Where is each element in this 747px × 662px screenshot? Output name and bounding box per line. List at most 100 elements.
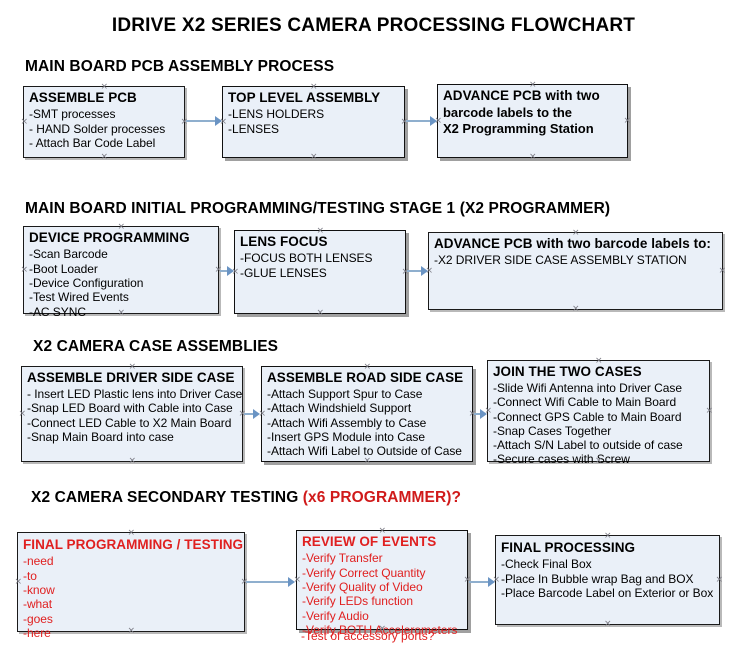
- box-content: FINAL PROCESSING -Check Final Box -Place…: [501, 540, 717, 600]
- handle-bottom-icon[interactable]: [364, 458, 371, 465]
- handle-left-icon[interactable]: [19, 411, 26, 418]
- box-line: -Verify Correct Quantity: [302, 565, 426, 580]
- box-title: JOIN THE TWO CASES: [493, 364, 642, 379]
- box-line: -need: [23, 554, 54, 569]
- connector-arrowhead-icon: [480, 409, 487, 419]
- handle-bottom-icon[interactable]: [604, 621, 611, 628]
- box-line: -Verify LEDs function: [302, 594, 413, 609]
- box-line: -Connect Wifi Cable to Main Board: [493, 395, 677, 410]
- handle-left-icon[interactable]: [15, 579, 22, 586]
- box-content: ASSEMBLE ROAD SIDE CASE -Attach Support …: [267, 370, 470, 458]
- box-title: FINAL PROCESSING: [501, 540, 636, 555]
- box-lens-focus[interactable]: LENS FOCUS -FOCUS BOTH LENSES -GLUE LENS…: [234, 230, 406, 314]
- box-review-of-events[interactable]: REVIEW OF EVENTS -Verify Transfer -Verif…: [296, 530, 468, 637]
- box-assemble-pcb[interactable]: ASSEMBLE PCB -SMT processes - HAND Solde…: [23, 86, 185, 158]
- box-line: -Verify BOTH Accelerometers: [302, 623, 458, 638]
- box-content: ASSEMBLE PCB -SMT processes - HAND Solde…: [29, 90, 182, 150]
- section-heading-text: MAIN BOARD PCB ASSEMBLY PROCESS: [25, 58, 335, 75]
- box-line: -what: [23, 597, 53, 612]
- section-heading-x2-camera-case-assemblies: X2 CAMERA CASE ASSEMBLIES: [33, 338, 278, 356]
- connector-arrow: [246, 581, 288, 583]
- box-line: -FOCUS BOTH LENSES: [240, 251, 373, 266]
- handle-bottom-icon[interactable]: [529, 154, 536, 161]
- handle-bottom-icon[interactable]: [129, 458, 136, 465]
- box-title: TOP LEVEL ASSEMBLY: [228, 90, 381, 105]
- box-content: ASSEMBLE DRIVER SIDE CASE - Insert LED P…: [27, 370, 242, 444]
- box-line: -X2 DRIVER SIDE CASE ASSEMBLY STATION: [434, 253, 687, 268]
- box-title: ADVANCE PCB with two barcode labels to:: [434, 236, 711, 251]
- connector-arrow: [244, 413, 253, 415]
- connector-arrow: [407, 270, 421, 272]
- box-title: DEVICE PROGRAMMING: [29, 230, 190, 245]
- box-line: -to: [23, 568, 37, 583]
- handle-left-icon[interactable]: [21, 119, 28, 126]
- connector-arrowhead-icon: [430, 116, 437, 126]
- box-line: -Snap Main Board into case: [27, 429, 174, 444]
- box-assemble-road-side-case[interactable]: ASSEMBLE ROAD SIDE CASE -Attach Support …: [261, 366, 473, 462]
- section-heading-text: X2 CAMERA CASE ASSEMBLIES: [33, 338, 279, 355]
- handle-bottom-icon[interactable]: [101, 154, 108, 161]
- box-title: ASSEMBLE DRIVER SIDE CASE: [27, 370, 235, 385]
- box-line: -Snap Cases Together: [493, 423, 612, 438]
- box-title: LENS FOCUS: [240, 234, 328, 249]
- box-content: TOP LEVEL ASSEMBLY -LENS HOLDERS -LENSES: [228, 90, 402, 136]
- box-overflow-line: -Test of accessory ports?: [301, 629, 435, 643]
- section-heading-x2-camera-secondary-testing: X2 CAMERA SECONDARY TESTING (x6 PROGRAMM…: [31, 489, 461, 507]
- box-device-programming[interactable]: DEVICE PROGRAMMING -Scan Barcode -Boot L…: [21, 226, 219, 319]
- box-line: -GLUE LENSES: [240, 265, 327, 280]
- box-line: -here: [23, 626, 51, 641]
- box-line: -LENS HOLDERS: [228, 107, 325, 122]
- handle-bottom-icon[interactable]: [310, 154, 317, 161]
- box-line: -Slide Wifi Antenna into Driver Case: [493, 381, 682, 396]
- connector-arrow: [406, 120, 430, 122]
- box-line: -Secure cases with Screw: [493, 451, 630, 466]
- box-title: ASSEMBLE PCB: [29, 90, 137, 105]
- box-title: REVIEW OF EVENTS: [302, 534, 437, 549]
- box-final-programming-testing[interactable]: FINAL PROGRAMMING / TESTING -need -to -k…: [15, 530, 245, 640]
- connector-arrowhead-icon: [288, 577, 295, 587]
- box-top-level-assembly[interactable]: TOP LEVEL ASSEMBLY -LENS HOLDERS -LENSES: [222, 86, 405, 158]
- box-join-the-two-cases[interactable]: JOIN THE TWO CASES -Slide Wifi Antenna i…: [487, 360, 710, 466]
- page-title: IDRIVE X2 SERIES CAMERA PROCESSING FLOWC…: [111, 15, 636, 36]
- handle-top-icon[interactable]: [128, 530, 135, 537]
- box-assemble-driver-side-case[interactable]: ASSEMBLE DRIVER SIDE CASE - Insert LED P…: [21, 366, 243, 462]
- box-line: -Connect LED Cable to X2 Main Board: [27, 415, 232, 430]
- box-line: barcode labels to the: [443, 105, 572, 121]
- connector-arrow: [186, 120, 215, 122]
- box-line: -know: [23, 582, 55, 597]
- box-line: -goes: [23, 611, 53, 626]
- section-heading-main-board-initial-programming: MAIN BOARD INITIAL PROGRAMMING/TESTING S…: [25, 200, 610, 218]
- connector-arrowhead-icon: [488, 577, 495, 587]
- box-content: ADVANCE PCB with two barcode labels to t…: [443, 88, 625, 136]
- handle-bottom-icon[interactable]: [572, 306, 579, 313]
- box-line: - HAND Solder processes: [29, 121, 166, 136]
- box-title: FINAL PROGRAMMING / TESTING: [23, 537, 244, 552]
- connector-arrowhead-icon: [253, 409, 260, 419]
- box-line: -Insert GPS Module into Case: [267, 429, 426, 444]
- connector-arrow: [474, 413, 480, 415]
- box-advance-pcb-driver-side-case[interactable]: ADVANCE PCB with two barcode labels to: …: [428, 232, 723, 310]
- box-line: -Connect GPS Cable to Main Board: [493, 409, 682, 424]
- handle-right-icon[interactable]: [719, 268, 726, 275]
- box-line: -Place In Bubble wrap Bag and BOX: [501, 571, 694, 586]
- box-content: JOIN THE TWO CASES -Slide Wifi Antenna i…: [493, 364, 707, 466]
- handle-bottom-icon[interactable]: [317, 310, 324, 317]
- connector-arrowhead-icon: [215, 116, 222, 126]
- box-final-processing[interactable]: FINAL PROCESSING -Check Final Box -Place…: [495, 535, 720, 625]
- connector-arrowhead-icon: [227, 266, 234, 276]
- box-content: ADVANCE PCB with two barcode labels to: …: [434, 236, 720, 268]
- box-advance-pcb-programming-station[interactable]: ADVANCE PCB with two barcode labels to t…: [437, 84, 628, 158]
- connector-arrowhead-icon: [421, 266, 428, 276]
- box-line: -Place Barcode Label on Exterior or Box: [501, 585, 714, 600]
- box-content: DEVICE PROGRAMMING -Scan Barcode -Boot L…: [29, 230, 216, 319]
- box-line: -Verify Quality of Video: [302, 579, 423, 594]
- section-heading-text: X2 CAMERA SECONDARY TESTING: [31, 489, 303, 506]
- handle-left-icon[interactable]: [21, 267, 28, 274]
- box-line: -AC SYNC: [29, 304, 86, 319]
- box-line: -Scan Barcode: [29, 247, 108, 262]
- box-line: -Check Final Box: [501, 557, 592, 572]
- box-content: FINAL PROGRAMMING / TESTING -need -to -k…: [23, 537, 244, 641]
- handle-top-icon[interactable]: [604, 533, 611, 540]
- box-line: -Test Wired Events: [29, 290, 129, 305]
